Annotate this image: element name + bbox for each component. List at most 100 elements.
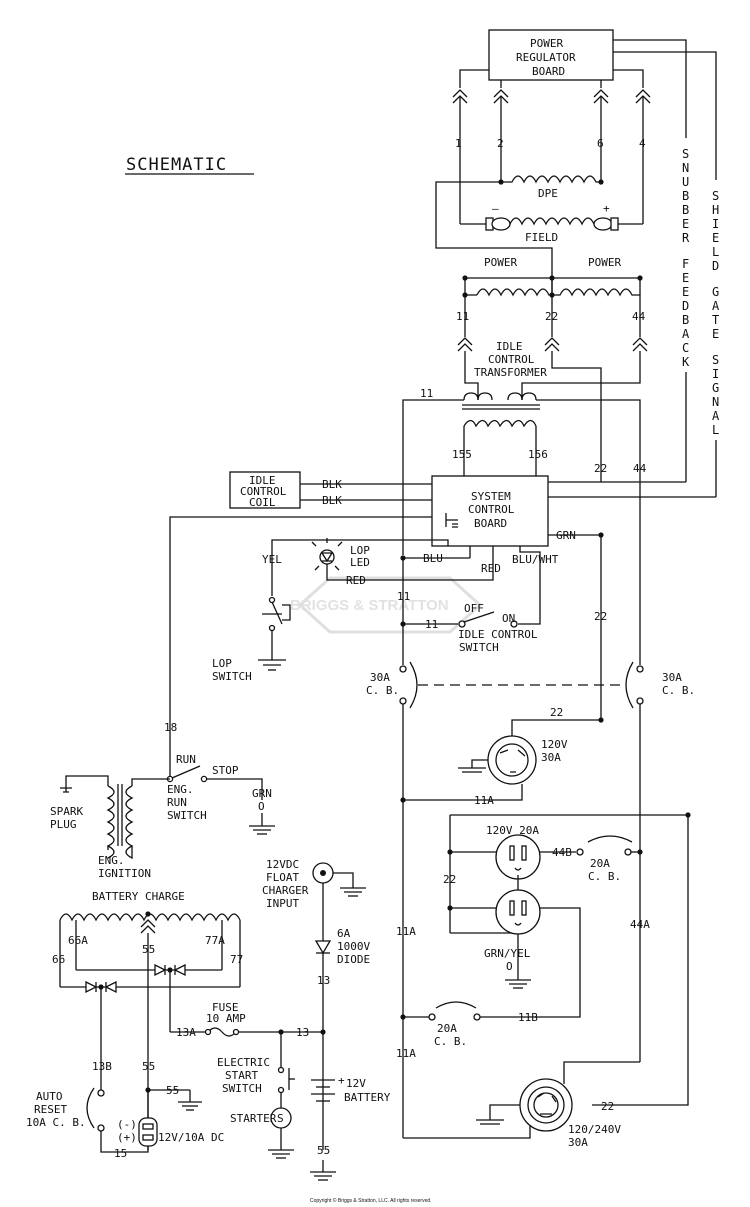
- labels-shield-16: A: [712, 409, 720, 423]
- battery-charge-label: BATTERY CHARGE: [92, 890, 185, 903]
- labels-shield-9: T: [712, 313, 719, 327]
- idle-control-coil-box: [229, 471, 301, 509]
- fuse-label-2: 10 AMP: [206, 1012, 246, 1025]
- labels-snubber-2: U: [682, 175, 689, 189]
- grn-yel-label-2: O: [506, 960, 513, 973]
- auto-reset-label-1: AUTO: [36, 1090, 63, 1103]
- dpe-label: DPE: [538, 187, 558, 200]
- wire-label-11B: 11B: [518, 1011, 538, 1024]
- field-winding: [460, 217, 643, 231]
- wire-label-66: 66: [52, 953, 65, 966]
- cb20-lower-label-2: C. B.: [434, 1035, 467, 1048]
- system-control-board-box: [431, 475, 549, 547]
- battery-icon: [311, 1079, 335, 1102]
- stop-label: STOP: [212, 764, 239, 777]
- charger-label-1: 12VDC: [266, 858, 299, 871]
- watermark-logo: BRIGGS & STRATTON: [290, 576, 483, 634]
- cb20-right-label-2: C. B.: [588, 870, 621, 883]
- charger-label-4: INPUT: [266, 897, 299, 910]
- cb20-right-label-1: 20A: [590, 857, 610, 870]
- duplex-outlet-icon: [495, 834, 541, 935]
- wire-label-11-mid: 11: [397, 590, 410, 603]
- labels-shield-7: G: [712, 285, 719, 299]
- wire-label-77: 77: [230, 953, 243, 966]
- labels-shield-1: H: [712, 203, 719, 217]
- scb-label-3: BOARD: [474, 517, 507, 530]
- labels-shield-2: I: [712, 217, 719, 231]
- grn-scb-label: GRN: [556, 529, 576, 542]
- labels-snubber-6: R: [682, 231, 690, 245]
- wire-label-55-battery: 55: [317, 1144, 330, 1157]
- idle-transformer-label-3: TRANSFORMER: [474, 366, 547, 379]
- snubber-feedback-label: S N U B B E R F E E D B A C K: [682, 147, 690, 369]
- wire-label-11-top: 11: [456, 310, 469, 323]
- wire-label-55-dc: 55: [142, 1060, 155, 1073]
- auto-reset-label-3: 10A C. B.: [26, 1116, 86, 1129]
- starter-label: STARTER: [230, 1112, 277, 1125]
- power-regulator-board-box: [488, 29, 614, 81]
- wire-label-44B: 44B: [552, 846, 572, 859]
- lop-led-icon: [311, 538, 343, 571]
- eng-run-switch-label-1: ENG.: [167, 783, 194, 796]
- outlet-240v-icon: [519, 1078, 573, 1132]
- wire-label-44-mid: 44: [633, 462, 647, 475]
- power-right-label: POWER: [588, 256, 621, 269]
- wire-label-22-mid: 22: [594, 462, 607, 475]
- outlet240-label-2: 30A: [568, 1136, 588, 1149]
- wire-label-155: 155: [452, 448, 472, 461]
- labels-shield-14: G: [712, 381, 719, 395]
- scb-label-2: CONTROL: [468, 503, 515, 516]
- labels-shield-17: L: [712, 423, 719, 437]
- wire-label-13A: 13A: [176, 1026, 196, 1039]
- red-led-label: RED: [346, 574, 366, 587]
- wire-label-22-240: 22: [601, 1100, 614, 1113]
- outlet120-30-label-1: 120V: [541, 738, 568, 751]
- wire-label-2: 2: [497, 137, 504, 150]
- idle-coil-label-3: COIL: [249, 496, 276, 509]
- fuse-label-1: FUSE: [212, 1001, 239, 1014]
- wire-label-11A-low: 11A: [396, 1047, 416, 1060]
- labels-snubber-9: E: [682, 271, 689, 285]
- labels-snubber-5: E: [682, 217, 689, 231]
- labels-shield-12: S: [712, 353, 719, 367]
- wire-label-55-ground: 55: [166, 1084, 179, 1097]
- electric-start-label-3: SWITCH: [222, 1082, 262, 1095]
- wire-label-156: 156: [528, 448, 548, 461]
- scb-label-1: SYSTEM: [471, 490, 511, 503]
- blu-wht-label: BLU/WHT: [512, 553, 559, 566]
- electric-start-label-1: ELECTRIC: [217, 1056, 270, 1069]
- wire-label-11A-mid: 11A: [396, 925, 416, 938]
- labels-snubber-12: B: [682, 313, 689, 327]
- on-label: ON: [502, 612, 515, 625]
- labels-snubber-11: D: [682, 299, 689, 313]
- wire-label-22-outlet: 22: [550, 706, 563, 719]
- prb-label-1: POWER: [530, 37, 563, 50]
- idle-switch-label-1: IDLE CONTROL: [458, 628, 538, 641]
- wire-label-13B: 13B: [92, 1060, 112, 1073]
- wire-label-22-duplex: 22: [443, 873, 456, 886]
- idle-coil-label-2: CONTROL: [240, 485, 287, 498]
- wire-label-44A: 44A: [630, 918, 650, 931]
- grn-o-label-1: GRN: [252, 787, 272, 800]
- labels-shield-13: I: [712, 367, 719, 381]
- labels-shield-4: L: [712, 245, 719, 259]
- power-left-label: POWER: [484, 256, 517, 269]
- grn-yel-label-1: GRN/YEL: [484, 947, 531, 960]
- spark-plug-label-1: SPARK: [50, 805, 83, 818]
- wire-label-11-xfmr: 11: [420, 387, 433, 400]
- dc-outlet-icon: [138, 1117, 158, 1147]
- prb-label-3: BOARD: [532, 65, 565, 78]
- wire-label-13-fuse: 13: [296, 1026, 309, 1039]
- dc-plus: (+): [117, 1131, 137, 1144]
- starter-s: S: [277, 1112, 284, 1125]
- outlet-120v-30a-icon: [487, 735, 537, 785]
- auto-reset-label-2: RESET: [34, 1103, 67, 1116]
- wire-label-44-top: 44: [632, 310, 646, 323]
- field-minus: –: [492, 202, 499, 215]
- eng-ignition-label-1: ENG.: [98, 854, 125, 867]
- wire-label-11-idle: 11: [425, 618, 438, 631]
- grn-o-label-2: O: [258, 800, 265, 813]
- wire-label-22-top: 22: [545, 310, 558, 323]
- battery-word: BATTERY: [344, 1091, 391, 1104]
